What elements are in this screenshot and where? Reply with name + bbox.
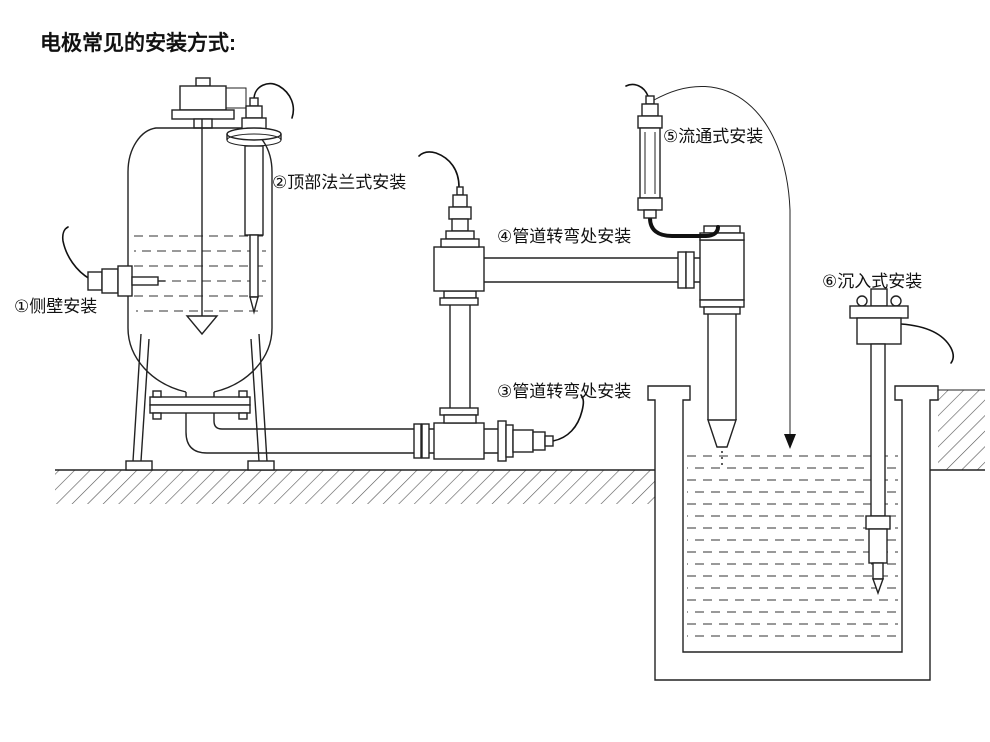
label-side-wall: ①侧壁安装 — [14, 297, 97, 316]
label-pipe-bend-upper: ④管道转弯处安装 — [497, 227, 631, 246]
bottom-pipe-outer — [185, 413, 500, 454]
electrode3-flange — [497, 420, 507, 462]
flow-cell-body — [639, 127, 661, 199]
motor-body — [179, 85, 227, 111]
electrode2-tip — [249, 296, 259, 315]
electrode6-cable — [900, 323, 955, 364]
outlet-nozzle — [707, 419, 737, 448]
electrode2-gland — [249, 97, 259, 107]
tank-liquid — [134, 235, 266, 312]
label-pipe-bend-lower: ③管道转弯处安装 — [497, 382, 631, 401]
electrode6-mount-flange — [849, 305, 909, 319]
electrode5-cable — [625, 83, 649, 97]
electrode-flow-through — [625, 83, 720, 238]
ground-right-hatch — [938, 390, 985, 470]
cross-bottom-flange — [703, 306, 741, 315]
electrode1-cable — [61, 226, 91, 280]
tank-bottom-flange — [149, 390, 251, 420]
flow-arrow — [653, 85, 796, 449]
top-pipe-flange — [677, 251, 687, 289]
electrode1-probe — [131, 276, 159, 286]
motor-vent — [225, 87, 247, 109]
electrode5-bottom-hex — [637, 197, 663, 211]
bottom-tee-flange — [439, 407, 479, 416]
electrode5-gland — [645, 95, 655, 105]
electrode2-cap — [245, 105, 263, 119]
cross-bottom-flange — [699, 299, 745, 308]
electrode3-cable — [552, 394, 585, 442]
pit-walls — [647, 385, 939, 681]
piping — [185, 225, 745, 467]
bottom-pipe-inner — [213, 413, 500, 430]
motor-neck — [193, 118, 213, 129]
agitator-paddle — [185, 315, 219, 336]
electrode5-cap — [641, 103, 659, 117]
electrode-pipe-bend-upper — [418, 151, 480, 248]
bottom-tee-flange — [443, 414, 477, 424]
page-title: 电极常见的安装方式: — [40, 31, 236, 55]
electrode-top-flange — [226, 82, 295, 315]
upper-tee-fitting — [433, 246, 485, 292]
electrode4-body — [451, 218, 469, 232]
pit-liquid — [687, 455, 898, 637]
electrode1-body — [101, 268, 119, 294]
electrode-submersion — [849, 288, 955, 596]
electrode2-body — [244, 145, 264, 236]
label-flow-through: ⑤流通式安装 — [663, 127, 763, 146]
electrode-pipe-bend-lower — [497, 394, 585, 462]
pit — [647, 385, 939, 681]
electrode6-gland — [870, 288, 888, 307]
electrode6-bolt — [856, 295, 868, 307]
leg-foot — [247, 460, 275, 471]
electrode5-bottom-gland — [643, 209, 657, 219]
tank-shell — [127, 127, 273, 393]
electrode3-flange — [505, 424, 514, 458]
bottom-pipe-flange — [413, 423, 422, 459]
ground-left-hatch — [55, 470, 655, 504]
electrode3-body — [512, 429, 534, 453]
electrode6-body — [868, 528, 888, 564]
electrode4-gland — [456, 186, 464, 196]
cross-top-flange — [703, 225, 741, 234]
ground-right — [930, 389, 985, 471]
leg-foot — [125, 460, 153, 471]
electrode6-tube — [870, 343, 886, 517]
label-submersion: ⑥沉入式安装 — [822, 272, 922, 291]
electrode2-probe — [249, 234, 259, 298]
electrode4-flange — [440, 238, 480, 248]
tank — [125, 77, 275, 471]
electrode1-gland — [117, 265, 133, 297]
ground-left — [55, 469, 655, 504]
electrode5-top-hex — [637, 115, 663, 129]
electrode6-stub — [872, 562, 884, 580]
top-pipe-flange — [685, 251, 695, 289]
label-top-flange: ②顶部法兰式安装 — [272, 173, 406, 192]
motor-cap — [195, 77, 211, 87]
electrode-side-wall — [61, 226, 165, 297]
bottom-tee-fitting — [433, 422, 485, 460]
electrode6-hex — [865, 515, 891, 530]
electrode2-cable — [253, 82, 295, 119]
motor-base-plate — [171, 109, 235, 120]
electrode1-hex — [87, 271, 103, 291]
electrode6-mount-body — [856, 317, 902, 345]
flow-arrow-line — [653, 85, 791, 436]
electrode3-gland — [544, 435, 554, 447]
electrode6-tip — [872, 578, 884, 596]
upper-tee-flange — [439, 297, 479, 306]
bottom-pipe-flange — [421, 423, 430, 459]
electrode4-flange — [445, 230, 475, 240]
electrode6-bolt — [890, 295, 902, 307]
cross-fitting — [699, 239, 745, 301]
tank-legs — [125, 333, 275, 471]
electrode4-cable — [418, 151, 460, 188]
flow-cell-outlet-tube — [648, 216, 720, 238]
flow-arrow-head — [784, 434, 796, 449]
electrode3-hex — [532, 431, 546, 451]
electrode4-cap — [452, 194, 468, 208]
upper-tee-flange — [443, 290, 477, 299]
electrode4-hex — [448, 206, 472, 220]
